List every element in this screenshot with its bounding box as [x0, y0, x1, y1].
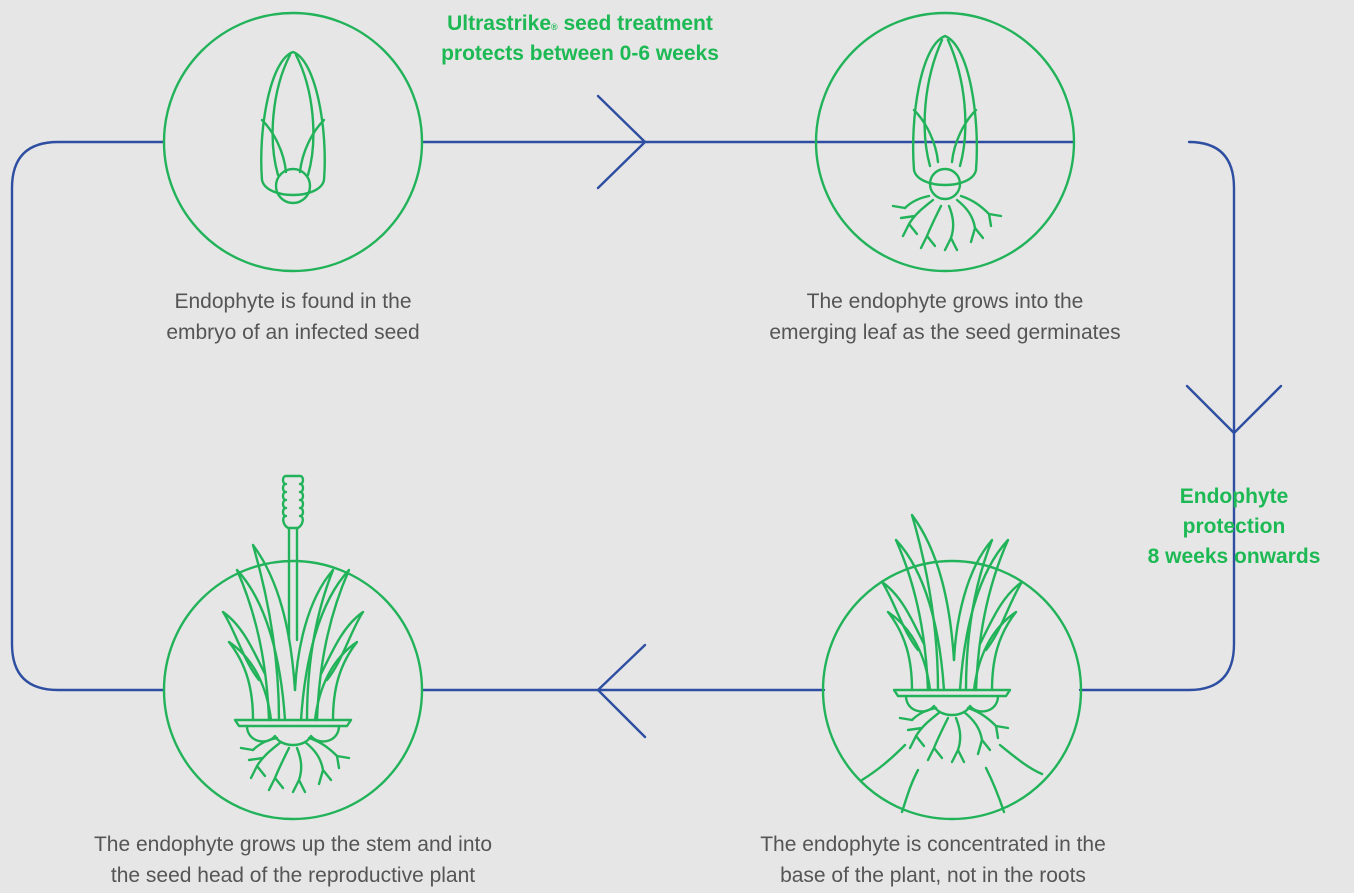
- seed-treatment-text: seed treatment: [558, 12, 713, 35]
- reproductive-plant-icon: [164, 476, 422, 819]
- stage-2-caption-line1: The endophyte grows into the: [705, 286, 1185, 317]
- registered-mark: ®: [551, 22, 558, 32]
- stage-1-caption: Endophyte is found in the embryo of an i…: [93, 286, 493, 348]
- stage-3-caption-line1: The endophyte is concentrated in the: [693, 829, 1173, 860]
- stage-3-caption: The endophyte is concentrated in the bas…: [693, 829, 1173, 891]
- endophyte-protection-callout: Endophyte protection 8 weeks onwards: [1114, 482, 1354, 572]
- seed-treatment-line1: Ultrastrike® seed treatment: [330, 9, 830, 39]
- stage-3-caption-line2: base of the plant, not in the roots: [693, 860, 1173, 891]
- endophyte-protection-line2: protection: [1114, 512, 1354, 542]
- seed-treatment-callout: Ultrastrike® seed treatment protects bet…: [330, 9, 830, 69]
- seed-treatment-line2: protects between 0-6 weeks: [330, 39, 830, 69]
- stage-2-caption: The endophyte grows into the emerging le…: [705, 286, 1185, 348]
- stage-4-caption-line2: the seed head of the reproductive plant: [53, 860, 533, 891]
- stage-1-caption-line1: Endophyte is found in the: [93, 286, 493, 317]
- stage-1-caption-line2: embryo of an infected seed: [93, 317, 493, 348]
- brand-name: Ultrastrike: [447, 12, 551, 35]
- stage-4-caption-line1: The endophyte grows up the stem and into: [53, 829, 533, 860]
- endophyte-protection-line1: Endophyte: [1114, 482, 1354, 512]
- stage-2-caption-line2: emerging leaf as the seed germinates: [705, 317, 1185, 348]
- endophyte-protection-line3: 8 weeks onwards: [1114, 542, 1354, 572]
- grass-plant-icon: [823, 515, 1081, 819]
- stage-4-caption: The endophyte grows up the stem and into…: [53, 829, 533, 891]
